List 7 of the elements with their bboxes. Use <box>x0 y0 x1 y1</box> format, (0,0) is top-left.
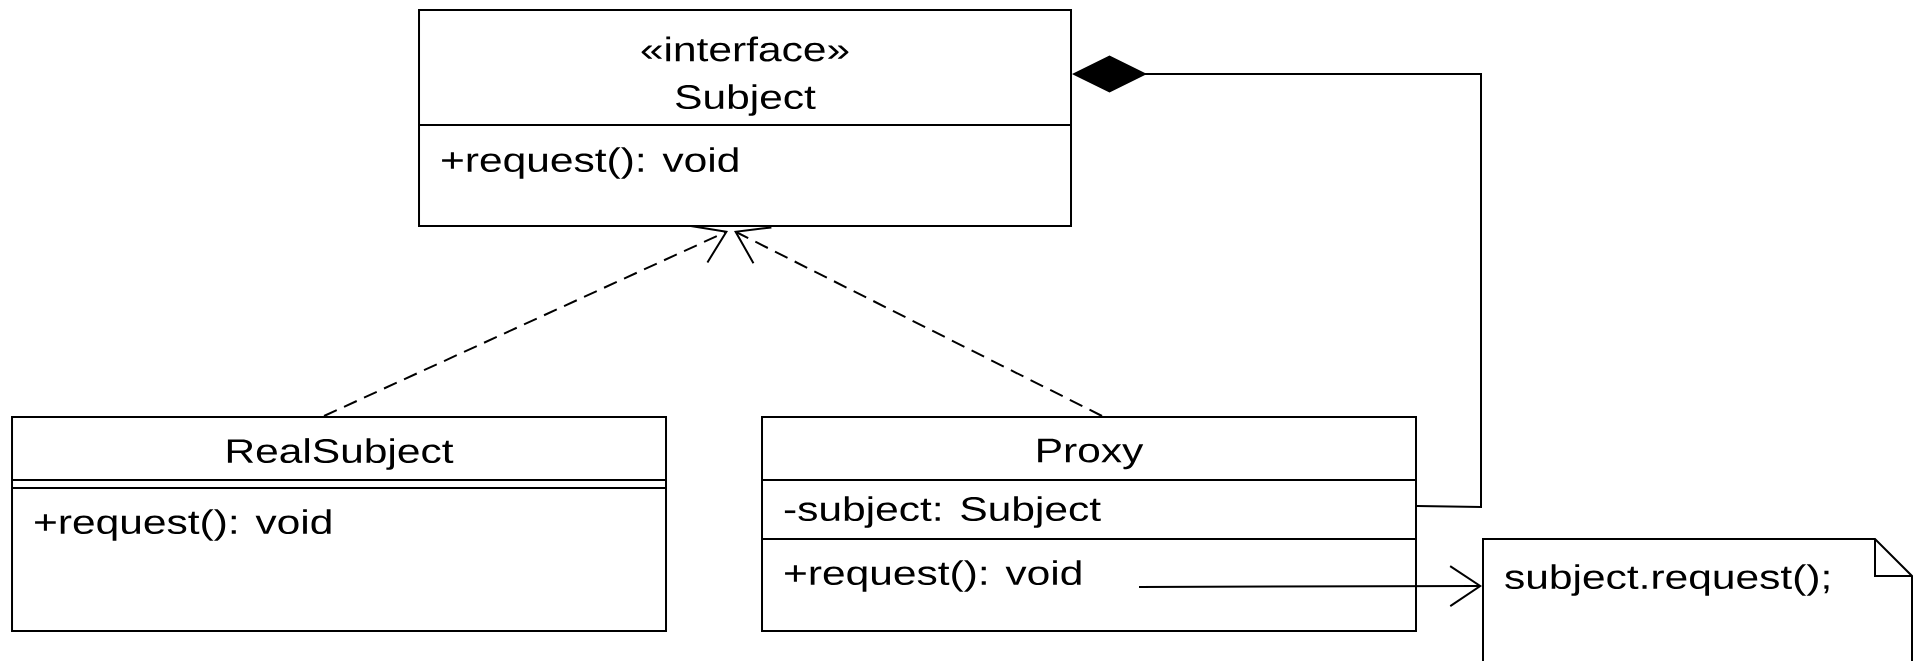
class-box: Proxy -subject: Subject +request(): void <box>761 416 1417 632</box>
class-box: «interface» Subject +request(): void <box>418 9 1072 227</box>
arrow <box>1138 565 1482 608</box>
arrow <box>734 226 1103 417</box>
note-box: subject.request(); <box>1482 538 1913 661</box>
arrow <box>323 225 728 417</box>
class-box: RealSubject +request(): void <box>11 416 667 632</box>
